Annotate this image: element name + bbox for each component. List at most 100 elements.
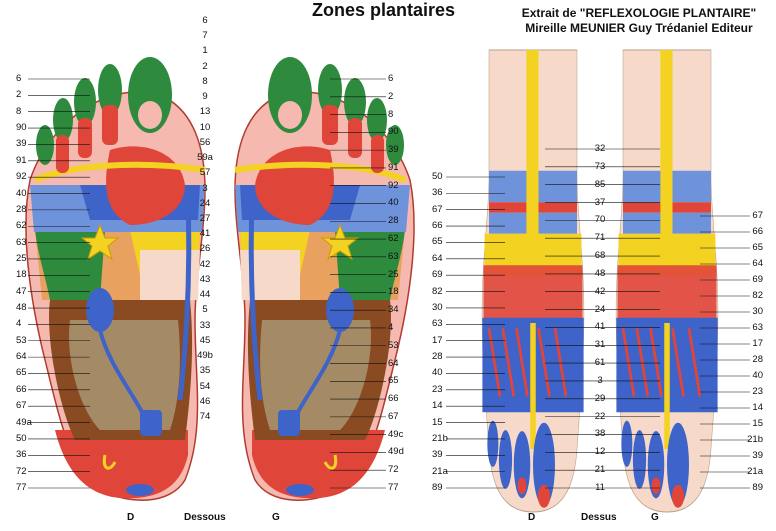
- caption-dorsal-center: Dessus: [581, 512, 617, 523]
- zone-label-sole-left-labels: 90: [16, 122, 27, 134]
- zone-label-dorsal-left-labels: 17: [432, 334, 443, 346]
- zone-label-dorsal-left-labels: 36: [432, 187, 443, 199]
- zone-label-dorsal-center-labels: 42: [594, 285, 606, 297]
- zone-label-sole-center-labels: 13: [199, 106, 211, 118]
- zone-label-dorsal-center-labels: 48: [594, 267, 606, 279]
- zone-label-dorsal-center-labels: 37: [594, 196, 606, 208]
- zone-label-dorsal-center-labels: 31: [594, 339, 606, 351]
- zone-label-sole-left-labels: 53: [16, 334, 27, 346]
- zone-label-dorsal-right-labels: 69: [752, 274, 763, 285]
- zone-label-sole-right-labels: 77: [388, 482, 399, 493]
- zone-label-sole-left-labels: 47: [16, 285, 27, 297]
- zone-label-dorsal-left-labels: 15: [432, 416, 443, 428]
- zone-label-sole-center-labels: 26: [199, 243, 211, 255]
- zone-label-sole-right-labels: 28: [388, 215, 399, 227]
- caption-sole-left: G: [272, 512, 280, 523]
- zone-label-dorsal-right-labels: 65: [752, 242, 763, 253]
- zone-label-sole-left-labels: 6: [16, 73, 22, 84]
- zone-label-sole-left-labels: 39: [16, 138, 27, 150]
- zone-label-sole-right-labels: 64: [388, 357, 399, 369]
- zone-label-dorsal-left-labels: 39: [432, 449, 443, 461]
- zone-label-dorsal-center-labels: 68: [594, 250, 606, 262]
- zone-label-sole-left-labels: 66: [16, 383, 27, 395]
- credit-line-2: Mireille MEUNIER Guy Trédaniel Editeur: [525, 21, 753, 35]
- zone-label-sole-left-labels: 92: [16, 171, 27, 183]
- zone-label-sole-left-labels: 67: [16, 400, 27, 412]
- zone-label-dorsal-left-labels: 65: [432, 236, 443, 248]
- zone-label-sole-center-labels: 46: [199, 395, 211, 407]
- zone-label-dorsal-left-labels: 64: [432, 252, 443, 264]
- zone-label-sole-center-labels: 9: [202, 91, 208, 103]
- zone-label-sole-center-labels: 41: [199, 228, 211, 240]
- zone-label-dorsal-left-labels: 69: [432, 269, 443, 281]
- zone-label-dorsal-left-labels: 50: [432, 171, 443, 182]
- zone-label-dorsal-center-labels: 12: [594, 446, 606, 458]
- zone-label-dorsal-center-labels: 22: [594, 410, 606, 422]
- zone-label-dorsal-right-labels: 28: [752, 354, 763, 365]
- zone-label-sole-left-labels: 18: [16, 269, 27, 281]
- zone-label-sole-center-labels: 49b: [197, 350, 213, 362]
- zone-label-sole-right-labels: 8: [388, 108, 394, 120]
- zone-label-sole-center-labels: 35: [199, 365, 211, 377]
- zone-label-dorsal-left-labels: 21b: [432, 432, 448, 444]
- zone-label-sole-left-labels: 2: [16, 89, 22, 101]
- zone-label-sole-left-labels: 72: [16, 465, 27, 477]
- zone-label-sole-right-labels: 91: [388, 161, 399, 173]
- page-title: Zones plantaires: [312, 0, 456, 20]
- zone-label-sole-right-labels: 92: [388, 179, 399, 191]
- zone-label-sole-center-labels: 74: [199, 411, 211, 422]
- zone-label-sole-center-labels: 57: [199, 167, 211, 179]
- zone-label-dorsal-center-labels: 38: [594, 428, 606, 440]
- zone-label-sole-left-labels: 64: [16, 351, 27, 363]
- zone-label-sole-center-labels: 7: [202, 30, 208, 42]
- zone-label-sole-right-labels: 62: [388, 233, 399, 245]
- zone-label-sole-left-labels: 49a: [16, 416, 32, 428]
- zone-label-sole-right-labels: 63: [388, 250, 399, 262]
- zone-label-dorsal-right-labels: 21a: [747, 466, 763, 477]
- zone-label-sole-center-labels: 54: [199, 380, 211, 392]
- zone-label-dorsal-right-labels: 23: [752, 386, 763, 397]
- zone-label-sole-right-labels: 65: [388, 375, 399, 387]
- zone-label-sole-left-labels: 8: [16, 105, 22, 117]
- zone-label-sole-center-labels: 59a: [197, 152, 213, 164]
- zone-label-dorsal-center-labels: 3: [597, 374, 603, 386]
- zone-label-sole-right-labels: 49d: [388, 446, 404, 458]
- zone-label-dorsal-center-labels: 73: [594, 160, 606, 172]
- zone-label-sole-left-labels: 91: [16, 154, 27, 166]
- zone-label-dorsal-right-labels: 64: [752, 258, 763, 269]
- zone-label-dorsal-right-labels: 14: [752, 402, 763, 413]
- zone-label-sole-center-labels: 27: [199, 213, 211, 224]
- sole-right-foot: [26, 57, 205, 500]
- zone-label-dorsal-center-labels: 71: [594, 232, 606, 244]
- zone-label-sole-left-labels: 63: [16, 236, 27, 248]
- zone-label-sole-right-labels: 18: [388, 286, 399, 298]
- zone-label-dorsal-right-labels: 89: [752, 482, 763, 493]
- zone-label-sole-right-labels: 40: [388, 197, 399, 209]
- zone-label-dorsal-center-labels: 24: [594, 303, 606, 315]
- zone-label-sole-right-labels: 39: [388, 144, 399, 156]
- zone-label-sole-left-labels: 40: [16, 187, 27, 199]
- zone-label-sole-right-labels: 34: [388, 304, 399, 316]
- zone-label-sole-right-labels: 67: [388, 410, 399, 422]
- zone-label-dorsal-left-labels: 23: [432, 383, 443, 395]
- zone-label-sole-left-labels: 48: [16, 302, 27, 314]
- zone-label-dorsal-center-labels: 85: [594, 178, 606, 190]
- zone-label-dorsal-center-labels: 29: [594, 392, 606, 404]
- zone-label-sole-center-labels: 33: [199, 319, 211, 331]
- zone-label-sole-right-labels: 4: [388, 321, 394, 333]
- zone-label-dorsal-right-labels: 82: [752, 290, 763, 301]
- zone-label-dorsal-center-labels: 11: [595, 482, 605, 493]
- zone-label-dorsal-right-labels: 66: [752, 226, 763, 237]
- zone-label-sole-left-labels: 28: [16, 203, 27, 215]
- zone-label-dorsal-center-labels: 61: [594, 357, 606, 369]
- zone-label-dorsal-left-labels: 82: [432, 285, 443, 297]
- credit-line-1: Extrait de "REFLEXOLOGIE PLANTAIRE": [521, 6, 757, 20]
- caption-sole-right: D: [127, 512, 135, 523]
- dorsal-right-foot: [482, 50, 584, 512]
- zone-label-sole-center-labels: 56: [199, 136, 211, 148]
- zone-label-sole-center-labels: 45: [199, 334, 211, 346]
- credit-text: Extrait de "REFLEXOLOGIE PLANTAIRE" Mire…: [508, 6, 770, 36]
- leader-lines: [28, 78, 750, 489]
- zone-label-dorsal-right-labels: 39: [752, 450, 763, 461]
